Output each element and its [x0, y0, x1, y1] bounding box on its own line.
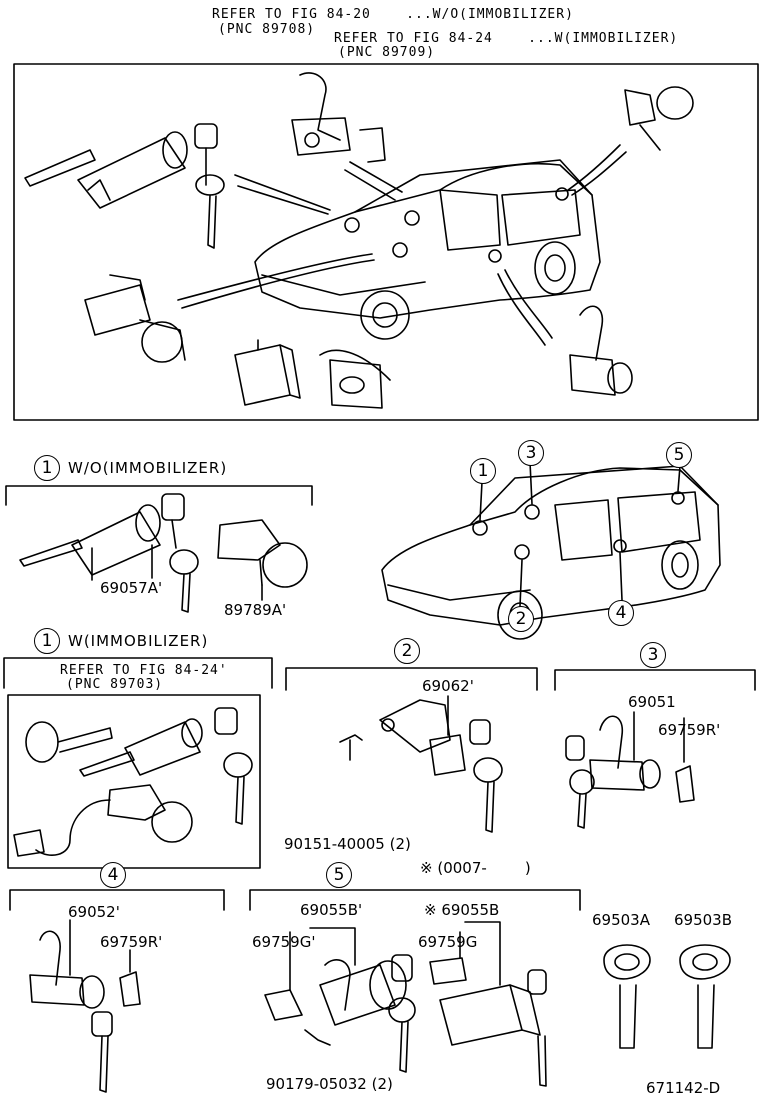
part-69759G-prime: 69759G' — [252, 933, 316, 951]
section3-parts-art — [565, 711, 695, 829]
overview-ecu — [234, 339, 391, 409]
callout-car — [381, 465, 721, 640]
part-69055B: ※ 69055B — [424, 901, 500, 919]
part-69759G: 69759G — [418, 933, 478, 951]
section1a-label: W/O(IMMOBILIZER) — [68, 459, 228, 477]
section1b-bracket — [3, 657, 273, 689]
part-90179-05032: 90179-05032 (2) — [266, 1075, 393, 1093]
car-callout-2: 2 — [508, 606, 534, 632]
section1b-label: W(IMMOBILIZER) — [68, 632, 209, 650]
callout-1-wo: 1 — [34, 455, 60, 481]
section1a-parts-art — [19, 493, 308, 613]
section3-bracket — [554, 669, 756, 691]
key-69503B — [679, 944, 731, 1049]
callout-2: 2 — [394, 638, 420, 664]
part-69057A: 69057A' — [100, 579, 163, 597]
section4-bracket — [9, 889, 225, 911]
section1b-parts-art — [13, 707, 253, 857]
overview-rear-door-lock — [569, 305, 633, 396]
car-callout-3: 3 — [518, 440, 544, 466]
header-pnc-89709: (PNC 89709) — [338, 45, 436, 60]
section2-parts-art — [339, 695, 503, 833]
section1b-ref: REFER TO FIG 84-24' — [60, 663, 228, 678]
section1a-bracket — [5, 485, 313, 506]
overview-steering-lock — [84, 274, 186, 363]
callout-4: 4 — [100, 862, 126, 888]
part-69503A: 69503A — [592, 911, 650, 929]
callout-leaders — [479, 461, 681, 607]
part-69055B-prime: 69055B' — [300, 901, 363, 919]
figure-id: 671142-D — [646, 1079, 721, 1097]
section1b-box — [7, 694, 261, 869]
car-callout-4: 4 — [608, 600, 634, 626]
header-ref-w-immobilizer: REFER TO FIG 84-24 ...W(IMMOBILIZER) — [334, 31, 679, 46]
part-69759R-sec4: 69759R' — [100, 933, 163, 951]
header-pnc-89708: (PNC 89708) — [218, 22, 316, 37]
header-ref-wo-immobilizer: REFER TO FIG 84-20 ...W/O(IMMOBILIZER) — [212, 7, 574, 22]
key-69503A — [603, 944, 651, 1049]
callout-3: 3 — [640, 642, 666, 668]
overview-door-lock-front — [291, 72, 386, 163]
section5-parts-art — [264, 921, 547, 1087]
part-69052: 69052' — [68, 903, 120, 921]
part-89789A: 89789A' — [224, 601, 287, 619]
overview-ignition-lock — [24, 123, 225, 249]
part-69503B: 69503B — [674, 911, 733, 929]
section2-bracket — [285, 667, 538, 691]
car-callout-5: 5 — [666, 442, 692, 468]
part-69051: 69051 — [628, 693, 676, 711]
car-callout-1: 1 — [470, 458, 496, 484]
part-69759R-sec3: 69759R' — [658, 721, 721, 739]
callout-1-w: 1 — [34, 628, 60, 654]
overview-back-door-lock — [624, 86, 694, 151]
section5-date-note: ※ (0007- ) — [420, 859, 531, 877]
overview-frame — [13, 63, 759, 421]
callout-5: 5 — [326, 862, 352, 888]
part-90151-40005: 90151-40005 (2) — [284, 835, 411, 853]
overview-arrows — [177, 144, 627, 346]
section1b-pnc: (PNC 89703) — [66, 677, 164, 692]
overview-car — [254, 159, 601, 340]
section4-parts-art — [29, 919, 141, 1093]
section5-bracket — [249, 889, 581, 911]
part-69062: 69062' — [422, 677, 474, 695]
